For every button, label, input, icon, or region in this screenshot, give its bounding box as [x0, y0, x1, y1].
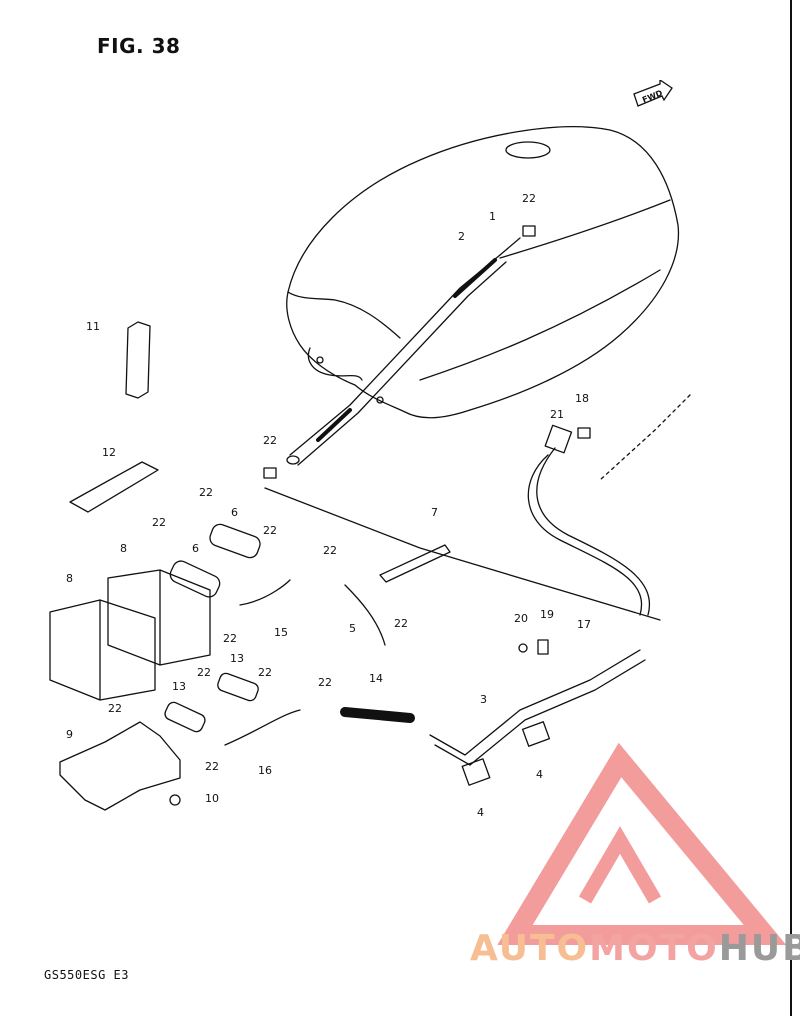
callout-5: 5: [349, 622, 356, 635]
watermark-hub: HUB: [718, 928, 800, 969]
callout-6: 6: [231, 506, 238, 519]
clamp-22: [522, 225, 536, 237]
callout-21: 21: [550, 408, 564, 421]
callout-3: 3: [480, 693, 487, 706]
bolt-19: [537, 639, 549, 655]
figure-title: FIG. 38: [97, 34, 181, 58]
breather-hose-2: [286, 254, 507, 466]
callout-22: 22: [522, 192, 536, 205]
leader-line: [264, 487, 661, 621]
nut-10: [169, 794, 181, 806]
fuel-tank: [286, 126, 680, 419]
callout-2: 2: [458, 230, 465, 243]
part-6: [169, 560, 221, 598]
callout-22: 22: [205, 760, 219, 773]
callout-22: 22: [394, 617, 408, 630]
part-13: [164, 701, 206, 733]
callout-17: 17: [577, 618, 591, 631]
hose-21: [527, 454, 643, 616]
callout-22: 22: [258, 666, 272, 679]
callout-7: 7: [431, 506, 438, 519]
callout-4: 4: [536, 768, 543, 781]
watermark-logo-icon: [497, 742, 787, 945]
clamp-18: [577, 427, 591, 439]
callout-13: 13: [230, 652, 244, 665]
callout-8: 8: [66, 572, 73, 585]
hose-1: [499, 237, 521, 256]
callout-22: 22: [318, 676, 332, 689]
callout-10: 10: [205, 792, 219, 805]
callout-22: 22: [263, 434, 277, 447]
part-4: [461, 758, 491, 786]
forward-arrow-icon: FWD: [633, 80, 673, 107]
bracket-7: [379, 544, 451, 583]
callout-labels: 1 2 22 11 12 22 18 21 22 6 22 22 7 8 6 2…: [66, 192, 591, 819]
callout-15: 15: [274, 626, 288, 639]
pipe-3: [429, 649, 641, 756]
callout-22: 22: [223, 632, 237, 645]
callout-22: 22: [108, 702, 122, 715]
callout-22: 22: [263, 524, 277, 537]
page-edge-line: [790, 0, 792, 1016]
hose-16: [224, 709, 301, 746]
callout-20: 20: [514, 612, 528, 625]
callout-12: 12: [102, 446, 116, 459]
callout-14: 14: [369, 672, 383, 685]
washer-20: [518, 643, 528, 653]
callout-22: 22: [197, 666, 211, 679]
callout-22: 22: [152, 516, 166, 529]
callout-11: 11: [86, 320, 100, 333]
callout-1: 1: [489, 210, 496, 223]
callout-22: 22: [323, 544, 337, 557]
part-13: [217, 672, 259, 702]
hose-5: [344, 584, 386, 646]
canister-8: [49, 569, 211, 701]
callout-18: 18: [575, 392, 589, 405]
callout-13: 13: [172, 680, 186, 693]
callout-19: 19: [540, 608, 554, 621]
hose-15: [239, 579, 291, 606]
part-6: [209, 523, 261, 559]
callout-6: 6: [192, 542, 199, 555]
callout-16: 16: [258, 764, 272, 777]
part-4: [521, 721, 551, 747]
strap-11: [125, 321, 151, 399]
callout-4: 4: [477, 806, 484, 819]
watermark-moto: MOTO: [589, 928, 719, 969]
callout-9: 9: [66, 728, 73, 741]
watermark-text: AUTOMOTOHUB: [470, 928, 800, 969]
watermark-auto: AUTO: [470, 928, 590, 969]
clamp-22: [263, 467, 277, 479]
hose-14: [340, 707, 415, 723]
callout-22: 22: [199, 486, 213, 499]
model-code: GS550ESG E3: [44, 968, 129, 982]
bracket-9: [59, 721, 181, 811]
callout-8: 8: [120, 542, 127, 555]
band-12: [69, 461, 159, 513]
